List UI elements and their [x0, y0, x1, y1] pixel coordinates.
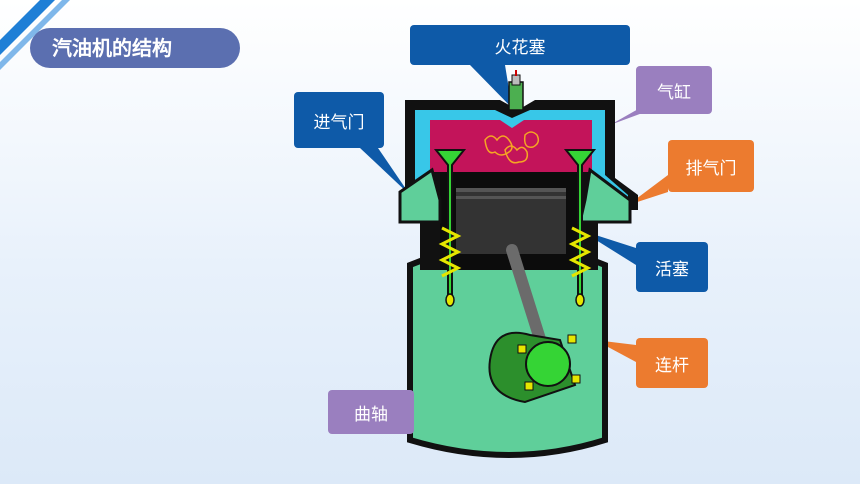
label-exhaust-valve: 排气门	[668, 140, 754, 192]
exhaust-manifold	[578, 167, 632, 224]
intake-valve	[433, 149, 467, 307]
exhaust-valve	[563, 149, 597, 307]
intake-pointer	[360, 148, 410, 195]
label-piston: 活塞	[636, 242, 708, 292]
ignition-flame	[484, 131, 540, 164]
label-intake-valve: 进气门	[294, 92, 384, 148]
intake-manifold	[398, 167, 442, 224]
crankshaft	[488, 331, 581, 404]
label-connecting-rod: 连杆	[636, 338, 708, 388]
page-title: 汽油机的结构	[30, 28, 240, 68]
label-crankshaft: 曲轴	[328, 390, 414, 434]
label-cylinder: 气缸	[636, 66, 712, 114]
spark-plug	[508, 70, 524, 111]
spark-plug-pointer	[470, 65, 512, 108]
label-spark-plug: 火花塞	[410, 25, 630, 65]
